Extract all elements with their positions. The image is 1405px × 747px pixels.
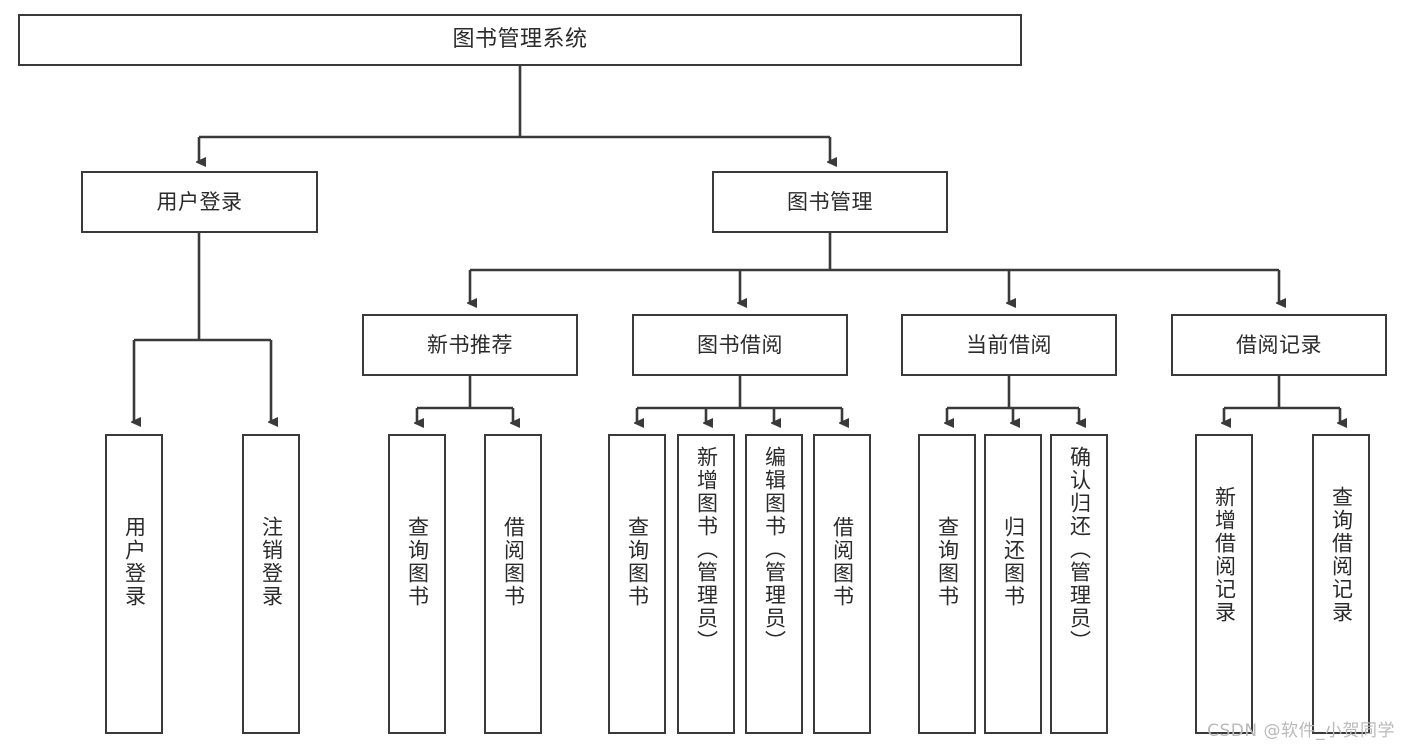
leaf-current-return-book[interactable]: 归还图书 <box>984 434 1042 734</box>
leaf-borrow-edit-book-admin[interactable]: 编辑图书（管理员） <box>745 434 803 734</box>
node-borrow-record[interactable]: 借阅记录 <box>1171 314 1387 376</box>
node-label: 借阅图书 <box>501 516 526 608</box>
leaf-current-confirm-return-admin[interactable]: 确认归还（管理员） <box>1050 434 1108 734</box>
node-label: 注销登录 <box>259 516 284 608</box>
leaf-record-query-record[interactable]: 查询借阅记录 <box>1312 434 1370 734</box>
node-current-borrow[interactable]: 当前借阅 <box>901 314 1117 376</box>
node-label: 查询图书 <box>625 516 650 608</box>
node-label: 借阅图书 <box>830 516 855 608</box>
node-label: 查询图书 <box>405 516 430 608</box>
leaf-borrow-add-book-admin[interactable]: 新增图书（管理员） <box>677 434 735 734</box>
leaf-recommend-query-book[interactable]: 查询图书 <box>388 434 446 734</box>
node-user-login[interactable]: 用户登录 <box>81 171 318 233</box>
leaf-recommend-borrow-book[interactable]: 借阅图书 <box>484 434 542 734</box>
node-label: 用户登录 <box>156 189 243 214</box>
node-new-book-recommend[interactable]: 新书推荐 <box>362 314 578 376</box>
node-label: 图书管理系统 <box>452 27 588 53</box>
leaf-borrow-borrow-book[interactable]: 借阅图书 <box>813 434 871 734</box>
node-label: 查询图书 <box>935 516 960 608</box>
node-label: 新增图书（管理员） <box>694 446 719 653</box>
node-label: 确认归还（管理员） <box>1067 446 1092 653</box>
node-label: 查询借阅记录 <box>1329 486 1354 624</box>
leaf-user-login-login[interactable]: 用户登录 <box>105 434 163 734</box>
node-label: 图书借阅 <box>697 332 783 357</box>
node-label: 编辑图书（管理员） <box>762 446 787 653</box>
node-label: 当前借阅 <box>966 332 1052 357</box>
node-book-management[interactable]: 图书管理 <box>712 171 948 233</box>
leaf-borrow-query-book[interactable]: 查询图书 <box>608 434 666 734</box>
node-label: 图书管理 <box>787 189 873 214</box>
node-label: 归还图书 <box>1001 516 1026 608</box>
node-label: 新增借阅记录 <box>1212 486 1237 624</box>
node-label: 借阅记录 <box>1236 332 1322 357</box>
node-label: 用户登录 <box>122 516 147 608</box>
node-label: 新书推荐 <box>427 332 513 357</box>
watermark: CSDN @软件_小贺同学 <box>1207 721 1395 741</box>
leaf-record-add-record[interactable]: 新增借阅记录 <box>1195 434 1253 734</box>
node-book-borrow[interactable]: 图书借阅 <box>632 314 848 376</box>
leaf-current-query-book[interactable]: 查询图书 <box>918 434 976 734</box>
node-root-system[interactable]: 图书管理系统 <box>18 14 1022 66</box>
leaf-user-login-logout[interactable]: 注销登录 <box>242 434 300 734</box>
